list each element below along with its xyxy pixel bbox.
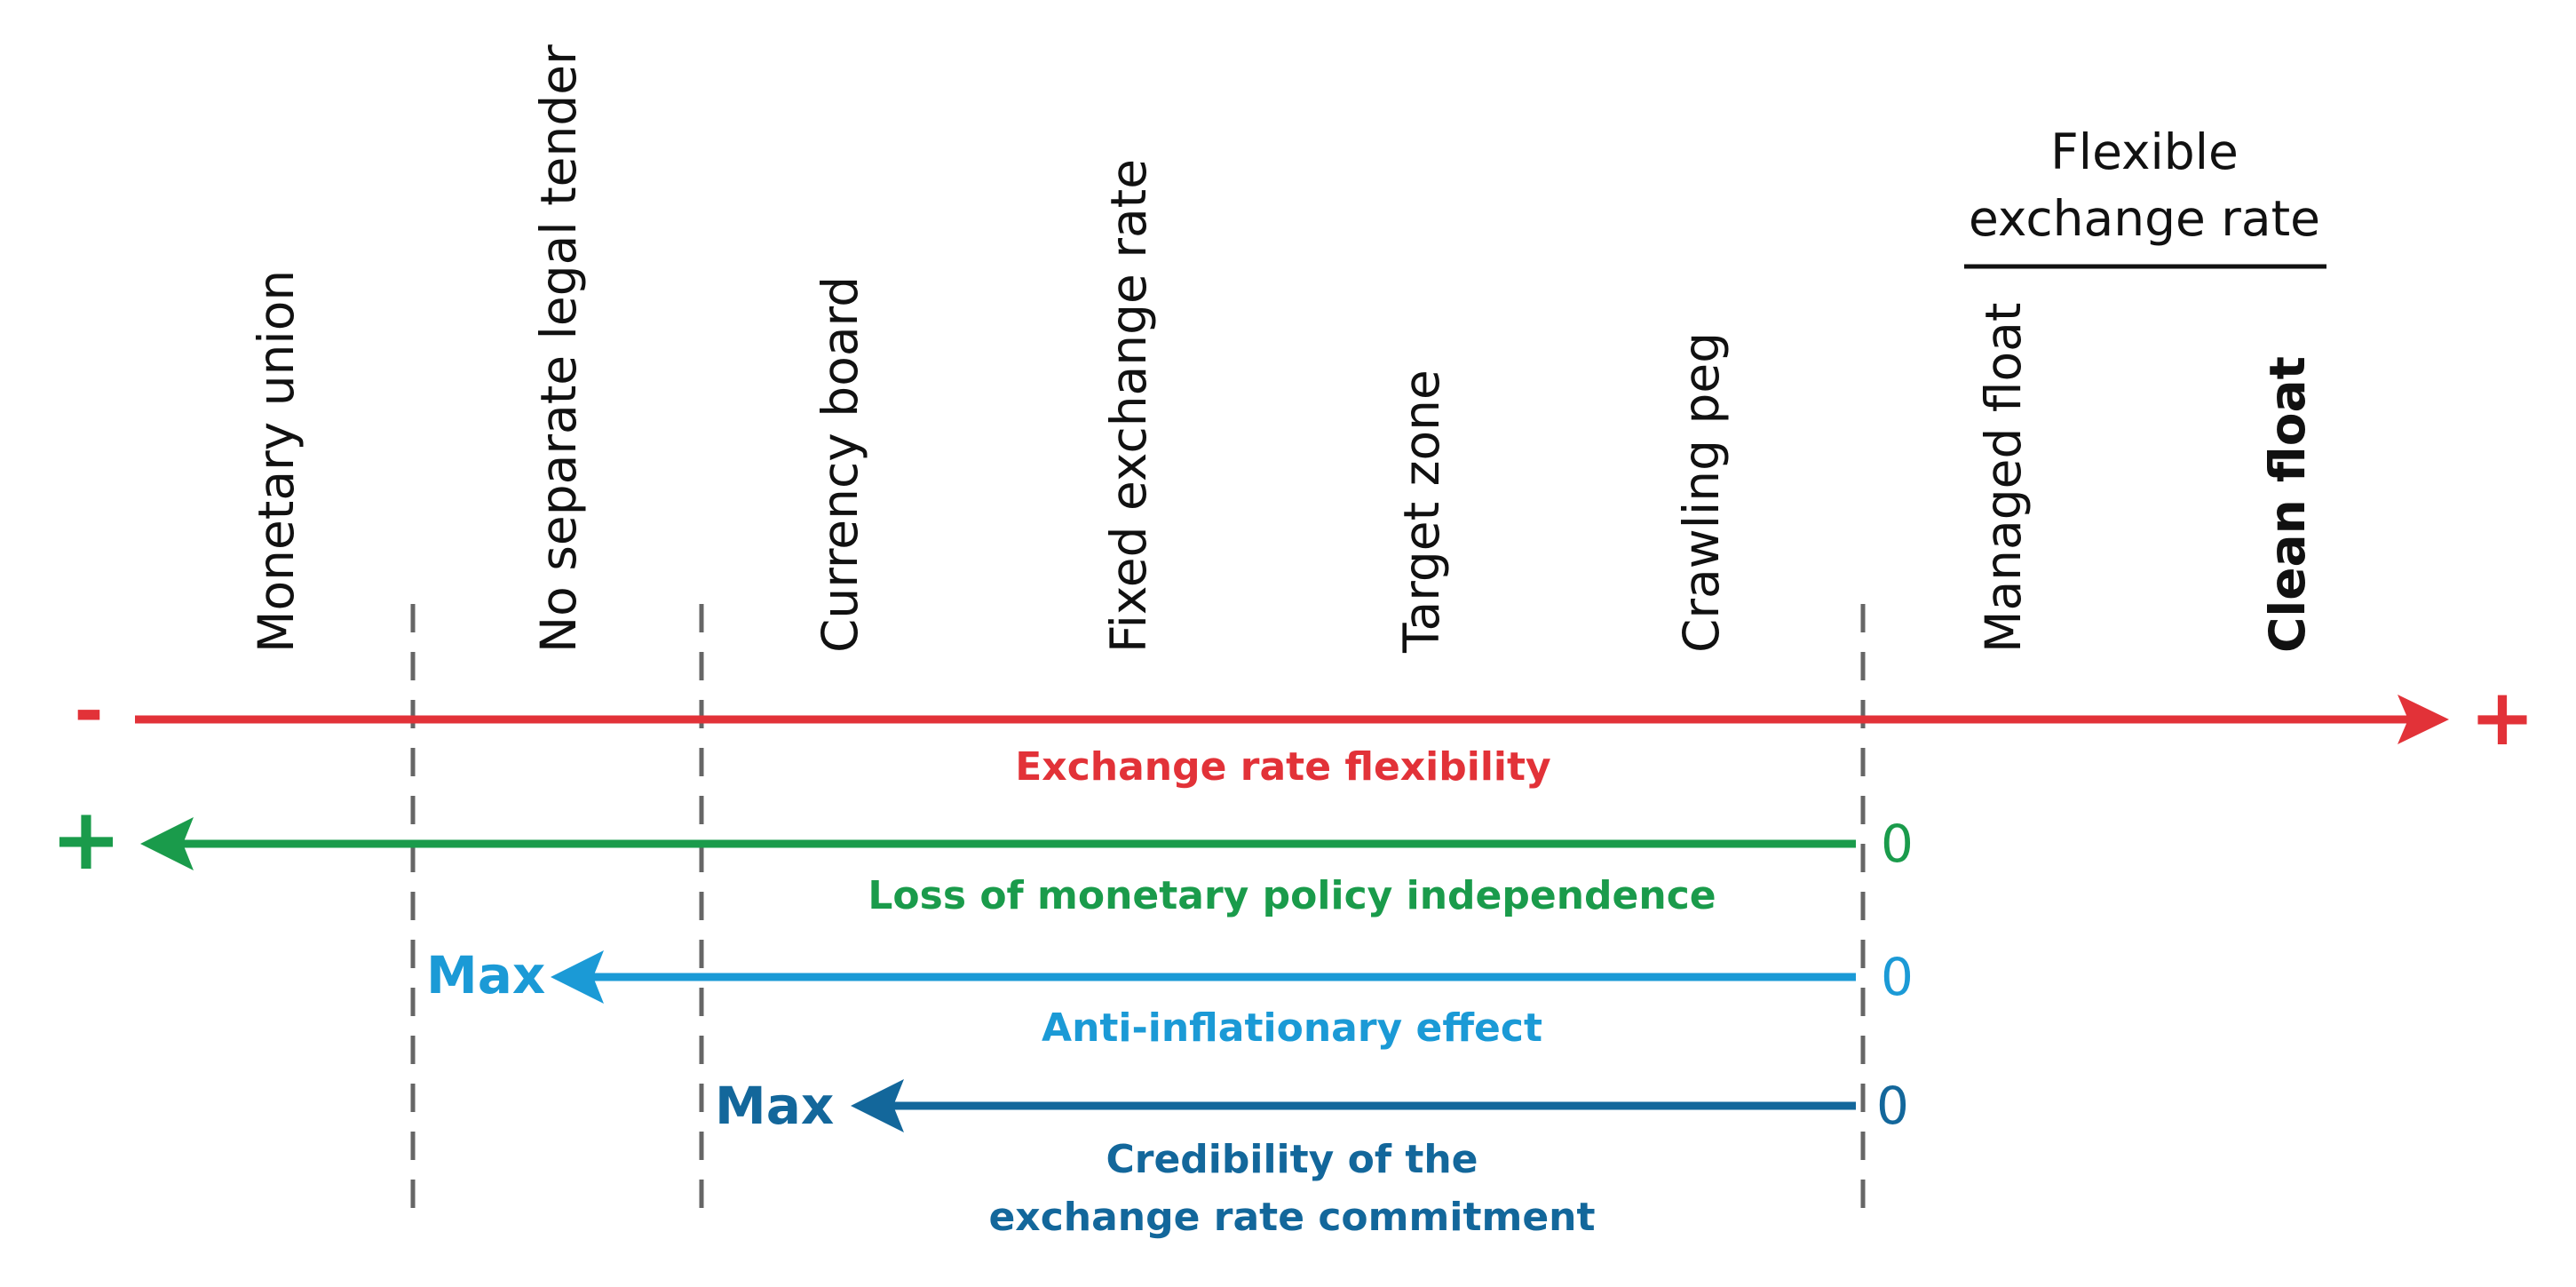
regime-label-no-separate-legal-tender: No separate legal tender [530,44,587,653]
credibility-zero-marker: 0 [1876,1076,1909,1136]
independence-plus-marker: + [51,790,122,889]
regime-dividers [410,604,1866,1217]
flexibility-plus-marker: + [2469,671,2535,763]
regime-label-managed-float: Managed float [1975,303,2032,653]
anti-inflation-zero-marker: 0 [1881,947,1914,1007]
anti-inflation-axis: Max 0 Anti-inflationary effect [426,945,1914,1051]
anti-inflation-max-marker: Max [426,945,545,1005]
flexible-group-header: Flexible exchange rate [1964,123,2326,269]
credibility-axis: Max 0 Credibility of the exchange rate c… [715,1076,1909,1240]
regime-label-currency-board: Currency board [812,276,868,653]
regime-label-target-zone: Target zone [1393,369,1450,654]
flexible-group-title-line1: Flexible [2050,123,2239,180]
independence-arrow-head [140,817,194,870]
independence-zero-marker: 0 [1881,814,1914,874]
regime-label-fixed-exchange-rate: Fixed exchange rate [1100,159,1157,653]
flexibility-arrow-head [2398,695,2449,744]
credibility-max-marker: Max [715,1076,834,1136]
independence-caption: Loss of monetary policy independence [868,873,1716,918]
flexible-group-title-line2: exchange rate [1969,190,2320,247]
credibility-caption-line2: exchange rate commitment [988,1195,1595,1240]
regime-label-clean-float: Clean float [2259,356,2316,653]
credibility-arrow-head [851,1079,904,1132]
independence-axis: + 0 Loss of monetary policy independence [51,790,1914,918]
flexibility-axis: - + Exchange rate flexibility [74,670,2534,790]
credibility-caption-line1: Credibility of the [1106,1137,1478,1182]
regime-label-crawling-peg: Crawling peg [1673,332,1730,653]
anti-inflation-arrow-head [551,950,604,1004]
flexibility-minus-marker: - [74,670,103,752]
anti-inflation-caption: Anti-inflationary effect [1042,1005,1542,1051]
flexibility-caption: Exchange rate flexibility [1015,744,1550,790]
regime-label-monetary-union: Monetary union [248,270,305,653]
regime-labels: Monetary union No separate legal tender … [248,44,2316,654]
